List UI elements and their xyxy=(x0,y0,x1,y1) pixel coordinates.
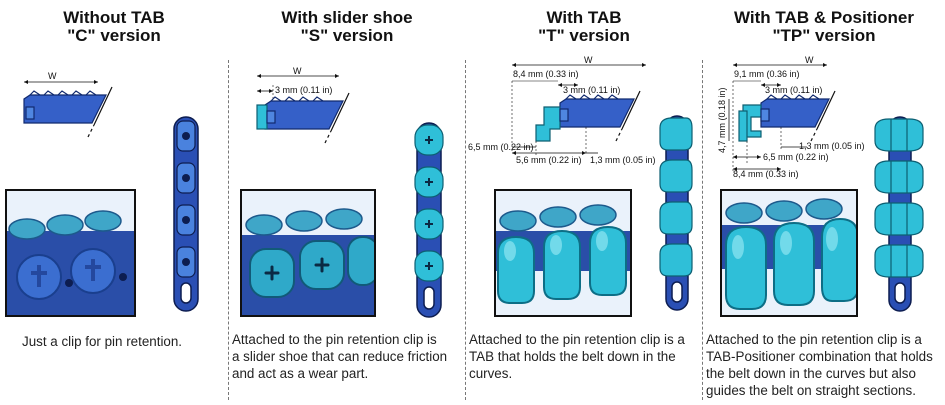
desc-line: TAB-Positioner combination that holds xyxy=(706,349,933,364)
title-line-2: "C" version xyxy=(67,26,161,45)
title-line-1: With slider shoe xyxy=(281,8,413,27)
t-cross-section-diagram: W 8,4 mm (0.33 in) 3 mm (0.11 in) 6,5 mm… xyxy=(468,55,656,165)
dim-1-3mm-label: 1,3 mm (0.05 in) xyxy=(799,141,865,151)
title-line-2: "TP" version xyxy=(772,26,876,45)
panel-title: With TAB & Positioner "TP" version xyxy=(703,9,945,45)
s-version-photo xyxy=(240,189,376,317)
panel-title: Without TAB "C" version xyxy=(0,9,228,45)
desc-line: Attached to the pin retention clip is xyxy=(232,332,437,347)
panel-c-version: Without TAB "C" version W xyxy=(0,0,228,405)
title-line-1: Without TAB xyxy=(63,8,165,27)
panel-title: With TAB "T" version xyxy=(466,9,702,45)
c-cross-section-diagram: W xyxy=(23,71,113,138)
desc-line: TAB that holds the belt down in the xyxy=(469,349,676,364)
dim-3mm-label: 3 mm (0.11 in) xyxy=(765,85,822,95)
dim-w-label: W xyxy=(48,71,57,81)
s-cross-section-diagram: W 3 mm (0.11 in) xyxy=(256,66,350,144)
panel-divider xyxy=(702,60,703,400)
desc-line: Attached to the pin retention clip is a xyxy=(706,332,922,347)
panel-description: Attached to the pin retention clip is a … xyxy=(232,331,447,382)
desc-line: and act as a wear part. xyxy=(232,366,369,381)
tp-cross-section-diagram: W 9,1 mm (0.36 in) 3 mm (0.11 in) 4,7 mm… xyxy=(717,55,865,179)
desc-line: a slider shoe that can reduce friction xyxy=(232,349,448,364)
dim-4-7mm-label: 4,7 mm (0.18 in) xyxy=(717,87,727,153)
c-belt-side-view xyxy=(173,116,199,312)
title-line-1: With TAB & Positioner xyxy=(734,8,914,27)
panel-divider xyxy=(228,60,229,400)
dim-6-5mm-label: 6,5 mm (0.22 in) xyxy=(468,142,534,152)
dim-w-label: W xyxy=(805,55,814,65)
dim-3mm-label: 3 mm (0.11 in) xyxy=(563,85,620,95)
t-belt-side-view xyxy=(659,115,693,311)
dim-8-4mm-label: 8,4 mm (0.33 in) xyxy=(513,69,579,79)
tp-belt-side-view xyxy=(874,116,924,312)
dim-5-6mm-label: 5,6 mm (0.22 in) xyxy=(516,155,582,165)
panel-divider xyxy=(465,60,466,400)
title-line-2: "S" version xyxy=(300,26,394,45)
panel-tp-version: With TAB & Positioner "TP" version W 9,1… xyxy=(703,0,945,405)
panel-description: Attached to the pin retention clip is a … xyxy=(706,331,933,399)
desc-line: guides the belt on straight sections. xyxy=(706,383,916,398)
tp-version-photo xyxy=(720,189,858,317)
desc-line: Attached to the pin retention clip is a xyxy=(469,332,685,347)
title-line-1: With TAB xyxy=(546,8,622,27)
panel-s-version: With slider shoe "S" version W 3 mm (0.1… xyxy=(229,0,465,405)
desc-line: the belt down in the curves but also xyxy=(706,366,916,381)
dim-8-4mm-label: 8,4 mm (0.33 in) xyxy=(733,169,799,179)
panel-t-version: With TAB "T" version W 8,4 mm (0.33 in) … xyxy=(466,0,702,405)
title-line-2: "T" version xyxy=(538,26,630,45)
dim-1-3mm-label: 1,3 mm (0.05 in) xyxy=(590,155,656,165)
panel-description: Attached to the pin retention clip is a … xyxy=(469,331,685,382)
dim-3mm-label: 3 mm (0.11 in) xyxy=(275,85,332,95)
t-version-photo xyxy=(494,189,632,317)
panel-title: With slider shoe "S" version xyxy=(229,9,465,45)
dim-6-5mm-label: 6,5 mm (0.22 in) xyxy=(763,152,829,162)
s-belt-side-view xyxy=(414,122,444,318)
c-version-photo xyxy=(5,189,136,317)
dim-w-label: W xyxy=(584,55,593,65)
panel-description: Just a clip for pin retention. xyxy=(22,333,182,350)
dim-w-label: W xyxy=(293,66,302,76)
dim-9-1mm-label: 9,1 mm (0.36 in) xyxy=(734,69,800,79)
desc-line: Just a clip for pin retention. xyxy=(22,334,183,349)
desc-line: curves. xyxy=(469,366,513,381)
